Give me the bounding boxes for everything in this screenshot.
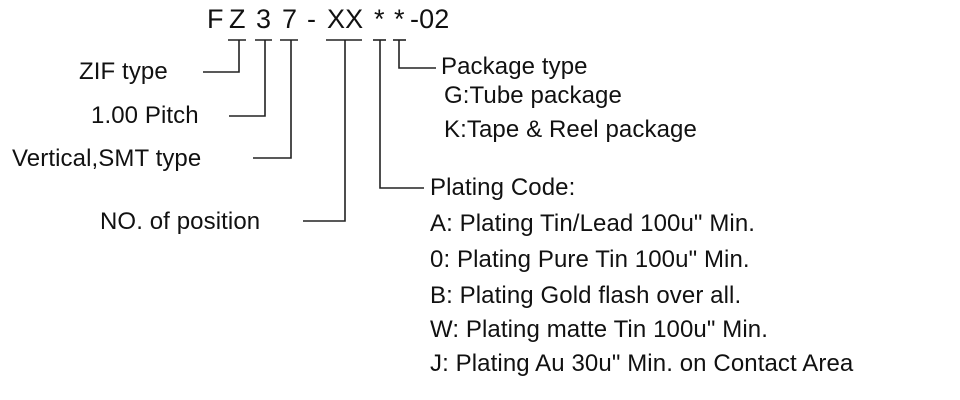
leader-vertical-smt xyxy=(253,40,292,159)
leader-positions xyxy=(303,40,346,222)
pn-seg-7: 7 xyxy=(282,4,298,34)
plating-option-0: 0: Plating Pure Tin 100u" Min. xyxy=(430,246,750,273)
package-option-k: K:Tape & Reel package xyxy=(444,116,697,143)
leader-package xyxy=(398,40,436,69)
label-zif-type: ZIF type xyxy=(79,58,168,85)
pn-suffix: -02 xyxy=(410,4,450,34)
plating-option-a: A: Plating Tin/Lead 100u" Min. xyxy=(430,210,756,237)
pn-star-1: * xyxy=(374,4,385,34)
label-vertical-smt: Vertical,SMT type xyxy=(12,145,202,172)
pn-dash: - xyxy=(307,4,317,34)
label-pitch: 1.00 Pitch xyxy=(91,102,199,129)
pn-star-2: * xyxy=(394,4,405,34)
plating-option-b: B: Plating Gold flash over all. xyxy=(430,282,742,309)
pn-seg-z: Z xyxy=(229,4,246,34)
pn-seg-xx: XX xyxy=(327,4,364,34)
label-positions: NO. of position xyxy=(100,208,261,235)
package-heading: Package type xyxy=(441,53,588,80)
leader-pitch xyxy=(229,40,266,117)
plating-heading: Plating Code: xyxy=(430,174,576,201)
pn-seg-f: F xyxy=(207,4,224,34)
pn-seg-3: 3 xyxy=(256,4,272,34)
plating-option-w: W: Plating matte Tin 100u" Min. xyxy=(430,316,768,343)
package-option-g: G:Tube package xyxy=(444,82,622,109)
plating-option-j: J: Plating Au 30u" Min. on Contact Area xyxy=(430,350,854,377)
leader-zif-type xyxy=(203,40,240,73)
leader-plating xyxy=(379,40,424,189)
